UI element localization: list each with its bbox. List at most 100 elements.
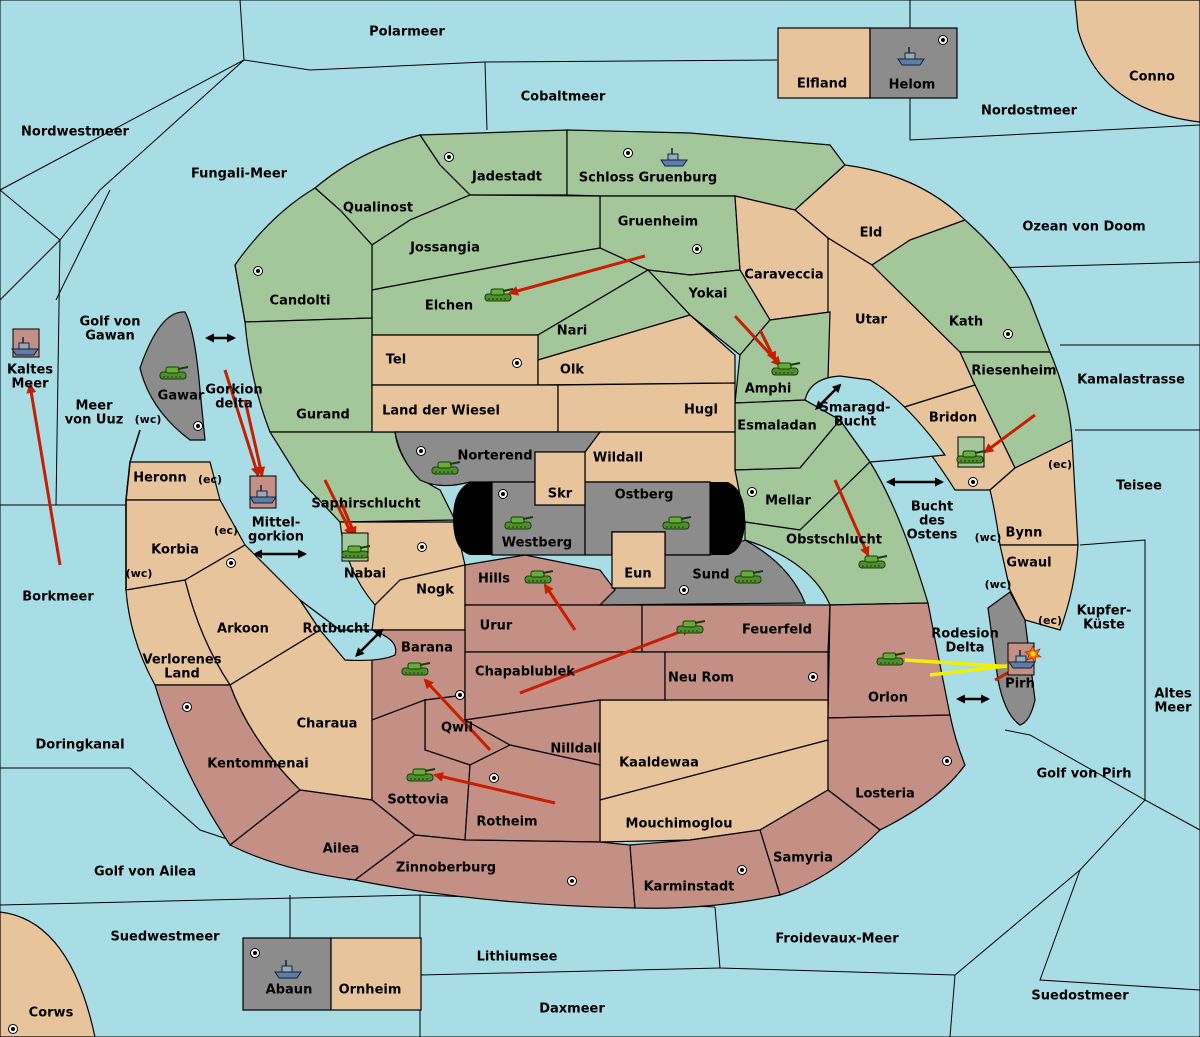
label-mouchimoglou: Mouchimoglou	[626, 817, 733, 832]
label-arkoon: Arkoon	[217, 622, 269, 637]
coast-tag-gwaul-wc: (wc)	[985, 578, 1012, 591]
label-kaaldewaa: Kaaldewaa	[619, 756, 699, 771]
battleship-icon	[660, 148, 688, 167]
label-hills: Hills	[478, 572, 510, 587]
label-hugl: Hugl	[684, 403, 718, 418]
label-rodesion-delta-1: Rodesion	[931, 627, 998, 642]
label-mellar: Mellar	[765, 494, 811, 509]
label-rotheim: Rotheim	[476, 815, 537, 830]
territory-samyria[interactable]	[759, 789, 881, 896]
label-nogk: Nogk	[416, 583, 454, 598]
impassable-west-cap	[453, 482, 492, 555]
territory-losteria[interactable]	[827, 714, 966, 831]
label-nordwestmeer: Nordwestmeer	[21, 125, 129, 140]
label-gwaul: Gwaul	[1006, 556, 1051, 571]
battleship-icon	[897, 47, 925, 66]
explosion-icon	[1024, 645, 1042, 663]
label-conno: Conno	[1129, 70, 1175, 85]
territory-labels: Jadestadt Schloss Gruenburg Qualinost Gr…	[133, 170, 1056, 895]
label-kaltes-meer-1: Kaltes	[7, 363, 53, 378]
coast-tag-bynn-wc: (wc)	[975, 531, 1002, 544]
label-polarmeer: Polarmeer	[369, 25, 445, 40]
battleship-icon	[11, 337, 39, 356]
label-nilldall: Nilldall	[550, 742, 601, 757]
label-olk: Olk	[560, 363, 585, 378]
fleet-units	[11, 47, 1036, 979]
label-neu-rom: Neu Rom	[668, 671, 734, 686]
label-bucht-des-ostens-2: des	[919, 514, 945, 529]
supply-centers	[8, 35, 1013, 1034]
move-arrow	[758, 329, 777, 362]
label-wildall: Wildall	[593, 451, 643, 466]
tank-icon	[504, 516, 534, 530]
label-bucht-des-ostens-3: Ostens	[907, 528, 958, 543]
label-chapablublek: Chapablublek	[475, 665, 575, 680]
territory-elfland[interactable]	[777, 27, 871, 99]
label-pirh: Pirh	[1005, 677, 1035, 692]
supply-center-icon	[679, 585, 689, 595]
coast-tag-gwaul-ec: (ec)	[1038, 614, 1062, 627]
double-arrow-icon	[815, 383, 842, 410]
label-tel: Tel	[386, 353, 406, 368]
tank-icon	[771, 362, 801, 376]
battleship-icon	[274, 960, 302, 979]
supply-center-icon	[498, 489, 508, 499]
label-charaua: Charaua	[297, 717, 358, 732]
territory-skr[interactable]	[534, 451, 586, 506]
tank-icon	[431, 461, 461, 475]
coast-tag-riesenheim-ec: (ec)	[1048, 458, 1072, 471]
tank-icon	[956, 450, 986, 464]
label-altes-meer-1: Altes	[1154, 687, 1192, 702]
supply-center-icon	[416, 446, 426, 456]
label-mittelgorkion-1: Mittel-	[252, 516, 301, 531]
supply-center-icon	[253, 266, 263, 276]
label-verlorenes-land-2: Land	[164, 667, 200, 682]
label-golf-von-ailea: Golf von Ailea	[94, 865, 196, 880]
label-gruenheim: Gruenheim	[618, 215, 698, 230]
label-lithiumsee: Lithiumsee	[477, 950, 558, 965]
label-feuerfeld: Feuerfeld	[742, 623, 812, 638]
territory-kath[interactable]	[871, 219, 1051, 353]
label-meer-von-uuz-2: von Uuz	[65, 413, 124, 428]
territory-conno[interactable]	[1074, 0, 1200, 123]
supply-center-icon	[8, 1024, 18, 1034]
supply-center-icon	[250, 948, 260, 958]
label-helom: Helom	[889, 78, 936, 93]
supply-center-icon	[747, 487, 757, 497]
label-barana: Barana	[401, 641, 453, 656]
supply-center-icon	[182, 702, 192, 712]
territory-karminstadt[interactable]	[629, 829, 781, 909]
territory-bynn[interactable]	[989, 439, 1079, 546]
label-borkmeer: Borkmeer	[22, 590, 94, 605]
supply-center-icon	[193, 421, 203, 431]
supply-center-icon	[1003, 329, 1013, 339]
label-gawar: Gawar	[158, 389, 205, 404]
tank-icon	[159, 366, 189, 380]
territory-rotheim[interactable]	[464, 744, 601, 843]
label-doringkanal: Doringkanal	[35, 738, 124, 753]
move-arrow	[833, 479, 870, 557]
territory-olk[interactable]	[537, 314, 736, 386]
tank-icon	[524, 570, 554, 584]
tank-icon	[341, 545, 371, 559]
coast-tag-korbia-ec: (ec)	[214, 524, 238, 537]
label-rodesion-delta-2: Delta	[945, 641, 984, 656]
territory-ornheim[interactable]	[330, 937, 422, 1011]
tank-icon	[858, 555, 888, 569]
label-meer-von-uuz-1: Meer	[76, 399, 114, 414]
supply-center-icon	[942, 756, 952, 766]
label-ailea: Ailea	[323, 842, 360, 857]
label-saphirschlucht: Saphirschlucht	[311, 497, 420, 512]
move-arrow	[338, 499, 357, 537]
tank-icon	[401, 662, 431, 676]
label-ostberg: Ostberg	[615, 488, 674, 503]
move-arrow	[508, 254, 646, 296]
label-yokai: Yokai	[687, 287, 727, 302]
territory-eun[interactable]	[611, 531, 666, 589]
label-caraveccia: Caraveccia	[744, 268, 823, 283]
supply-center-icon	[938, 35, 948, 45]
label-kath: Kath	[949, 315, 983, 330]
tank-icon	[876, 652, 906, 666]
supply-center-icon	[444, 152, 454, 162]
double-arrow-icon	[355, 628, 384, 657]
